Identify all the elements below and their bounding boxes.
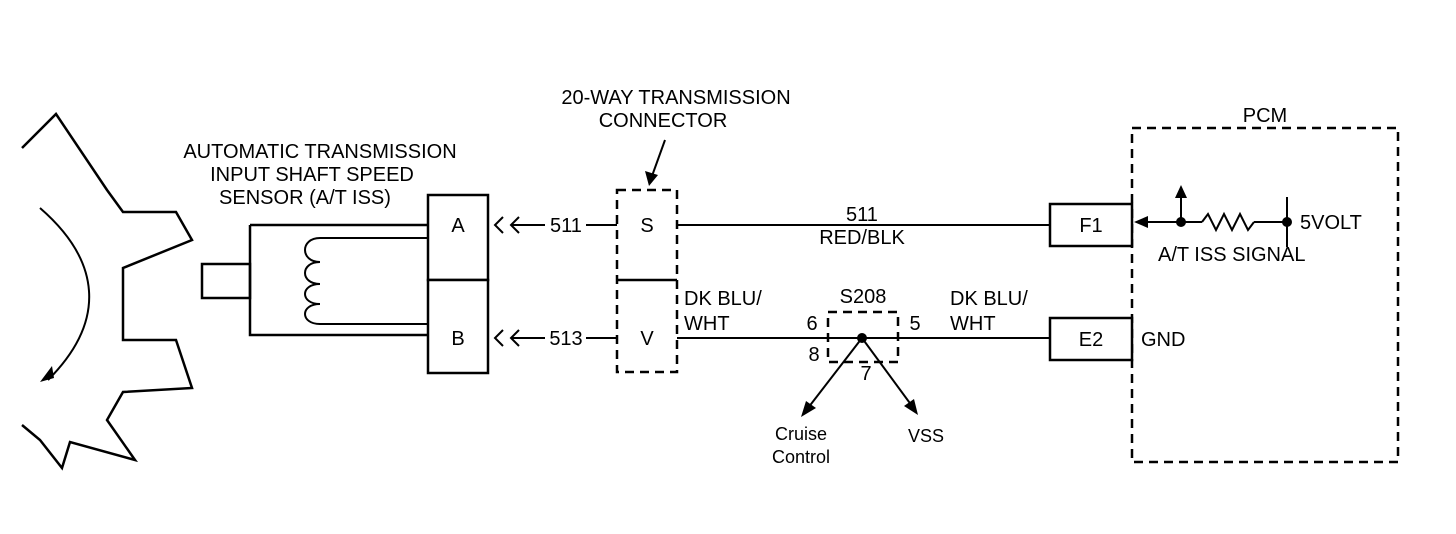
- wire-513-sensor: [493, 329, 617, 347]
- circuit-511-label: 511: [550, 215, 582, 237]
- reluctor-gear: [21, 112, 194, 471]
- sensor-label-line-2: INPUT SHAFT SPEED: [210, 164, 414, 186]
- pcm-pin-e2: E2: [1079, 329, 1103, 351]
- pcm-5volt-label: 5VOLT: [1300, 212, 1362, 234]
- wire-511-label-1: 511: [846, 204, 878, 226]
- wire-511-label-2: RED/BLK: [819, 227, 905, 249]
- pcm-pin-f1-box: [1048, 202, 1134, 248]
- splice-pin-7: 7: [860, 363, 871, 385]
- input-shaft-speed-sensor: [200, 193, 490, 375]
- cruise-control-label-2: Control: [772, 447, 830, 467]
- vss-label: VSS: [908, 426, 944, 446]
- connector-pin-s: S: [640, 215, 653, 237]
- connector-label-line-1: 20-WAY TRANSMISSION: [561, 87, 790, 109]
- pcm-iss-signal-label: A/T ISS SIGNAL: [1158, 244, 1305, 266]
- splice-pin-6: 6: [806, 313, 817, 335]
- wire-dkblu-right-label-1: DK BLU/: [950, 288, 1028, 310]
- sensor-pin-b-box: [426, 278, 490, 375]
- splice-s208: [801, 310, 918, 417]
- pcm-gnd-label: GND: [1141, 329, 1185, 351]
- connector-pin-v: V: [640, 328, 654, 350]
- sensor-pin-a: A: [451, 215, 465, 237]
- circuit-513-label: 513: [549, 328, 582, 350]
- splice-pin-8: 8: [808, 344, 819, 366]
- pcm-module: [1048, 126, 1400, 464]
- pcm-pin-e2-box: [1048, 316, 1134, 362]
- sensor-pin-a-box: [426, 193, 490, 282]
- splice-name: S208: [840, 286, 887, 308]
- wire-511-sensor: [493, 216, 617, 234]
- sensor-pin-b: B: [451, 328, 464, 350]
- pcm-pin-f1: F1: [1079, 215, 1102, 237]
- wire-dkblu-right-label-2: WHT: [950, 313, 996, 335]
- sensor-label-line-3: SENSOR (A/T ISS): [219, 187, 391, 209]
- cruise-control-label-1: Cruise: [775, 424, 827, 444]
- connector-label-line-2: CONNECTOR: [599, 110, 728, 132]
- pcm-title: PCM: [1243, 105, 1287, 127]
- transmission-connector: [615, 139, 679, 374]
- sensor-label-line-1: AUTOMATIC TRANSMISSION: [183, 141, 456, 163]
- wire-dkblu-left-label-2: WHT: [684, 313, 730, 335]
- wire-dkblu-left-label-1: DK BLU/: [684, 288, 762, 310]
- splice-pin-5: 5: [909, 313, 920, 335]
